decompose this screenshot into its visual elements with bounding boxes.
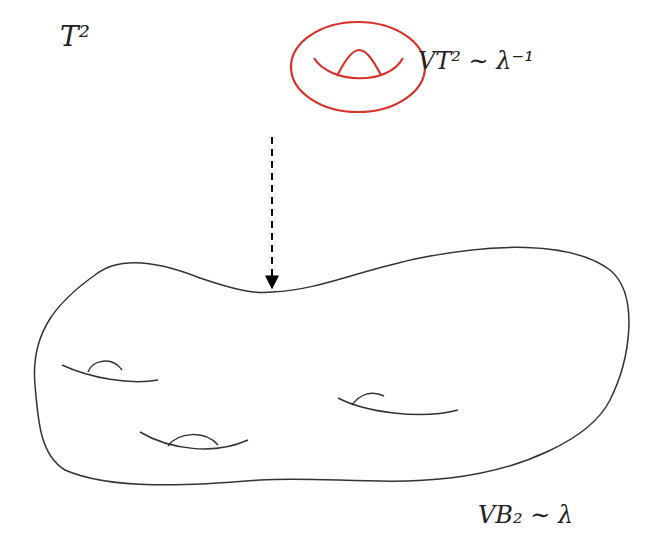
handle-curve xyxy=(168,435,218,446)
volume-scaling-label: VT² ∼ λ⁻¹ xyxy=(418,48,534,74)
base-surface: VB₂ ∼ λ xyxy=(30,290,630,545)
volume-scaling-label: VB₂ ∼ λ xyxy=(478,502,573,528)
handle-curve xyxy=(62,365,158,382)
torus-hole-upper xyxy=(337,50,381,76)
surface-rim xyxy=(34,247,628,485)
torus-outline xyxy=(50,15,540,135)
fiber-label: T² xyxy=(60,22,90,53)
handle-curve xyxy=(352,393,384,405)
torus-fiber: T² VT² ∼ λ⁻¹ xyxy=(50,15,540,135)
projection-arrow xyxy=(271,137,273,288)
handle-curve xyxy=(88,361,122,372)
torus-rim xyxy=(291,22,425,112)
torus-hole-lower xyxy=(314,58,403,78)
handle-curve xyxy=(140,432,248,449)
